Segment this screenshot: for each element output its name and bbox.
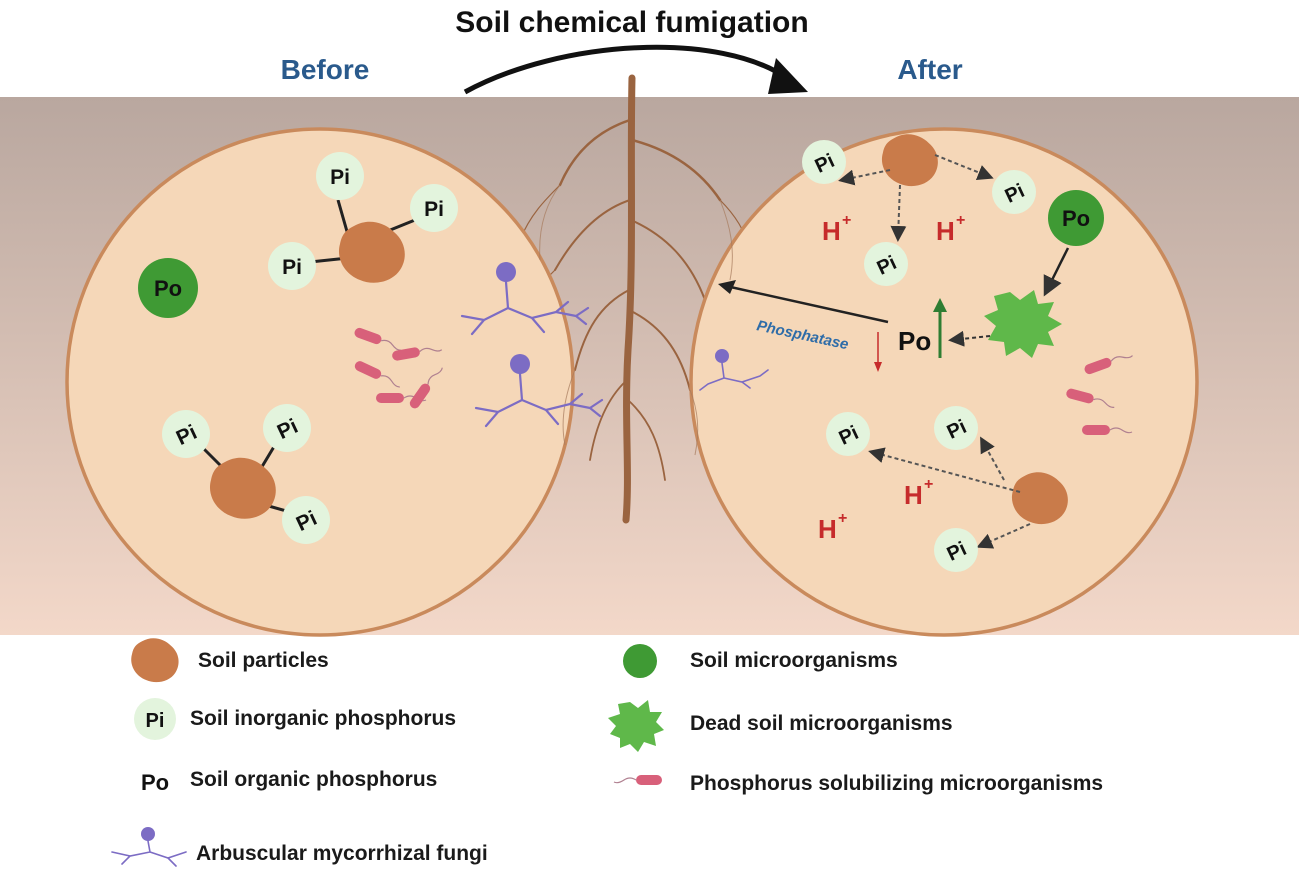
svg-text:+: +	[956, 212, 965, 229]
svg-text:Po: Po	[1062, 206, 1090, 231]
after-particle-1: Pi Pi Pi	[802, 134, 1036, 286]
legend-organic-p-icon: Po	[141, 770, 169, 795]
svg-text:Po: Po	[898, 326, 931, 356]
after-circle	[689, 127, 1199, 637]
svg-text:+: +	[924, 476, 933, 493]
legend-dead-microorganism-icon	[608, 700, 664, 752]
after-amf	[699, 349, 769, 391]
svg-text:H: H	[822, 216, 841, 246]
svg-text:Pi: Pi	[330, 166, 350, 189]
legend-soil-particles-label: Soil particles	[198, 649, 329, 672]
after-particle-2: Pi Pi Pi	[826, 406, 1068, 572]
diagram-title: Soil chemical fumigation	[455, 6, 808, 39]
legend-organic-p-label: Soil organic phosphorus	[190, 768, 438, 791]
legend-amf-label: Arbuscular mycorrhizal fungi	[196, 842, 488, 865]
svg-text:H: H	[936, 216, 955, 246]
after-title: After	[897, 54, 962, 85]
fumigation-arrowhead	[768, 58, 808, 94]
before-po-microorganism: Po	[138, 258, 198, 318]
after-po-microorganism: Po	[1043, 190, 1104, 297]
after-po-increase: Po	[898, 298, 947, 358]
legend-amf-icon	[111, 827, 187, 867]
before-title: Before	[281, 54, 370, 85]
fumigation-arrow	[463, 44, 792, 95]
svg-text:H: H	[904, 480, 923, 510]
svg-text:+: +	[842, 212, 851, 229]
legend-inorganic-p-label: Soil inorganic phosphorus	[190, 707, 457, 730]
legend-soil-particles-icon	[131, 638, 179, 683]
before-particle-cluster-1: Pi Pi Pi	[268, 152, 458, 290]
svg-text:Pi: Pi	[146, 710, 165, 732]
svg-text:Po: Po	[154, 276, 182, 301]
after-h-ions: H + H + H + H +	[818, 212, 965, 544]
before-particle-cluster-2: Pi Pi Pi	[162, 404, 330, 544]
svg-text:H: H	[818, 514, 837, 544]
legend-dead-microorganisms-label: Dead soil microorganisms	[690, 712, 953, 735]
legend-psm-icon	[613, 775, 662, 785]
svg-text:Pi: Pi	[282, 256, 302, 279]
legend-microorganism-icon	[623, 644, 657, 678]
svg-text:+: +	[838, 510, 847, 527]
after-dead-microorganism	[948, 290, 1062, 358]
legend-psm-label: Phosphorus solubilizing microorganisms	[690, 772, 1104, 795]
before-circle	[65, 127, 575, 637]
legend-inorganic-p-icon: Pi	[134, 698, 176, 740]
legend-microorganisms-label: Soil microorganisms	[690, 649, 898, 672]
svg-text:Pi: Pi	[424, 198, 444, 221]
